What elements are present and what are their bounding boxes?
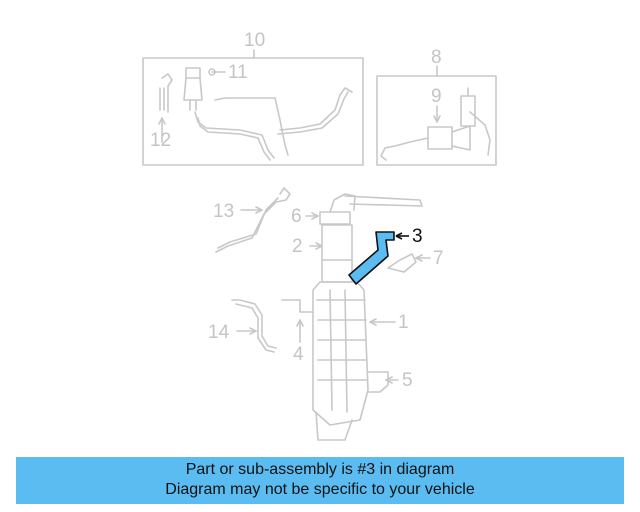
part-4-bracket	[296, 319, 304, 343]
callout-14: 14	[208, 322, 230, 343]
part-9-solenoid	[380, 87, 491, 161]
callout-5: 5	[402, 370, 413, 391]
caption-part-line: Part or sub-assembly is #3 in diagram	[185, 461, 455, 478]
callout-12: 12	[150, 130, 171, 151]
part-12-connector	[158, 73, 173, 143]
part-7-clip	[387, 253, 431, 273]
parts-diagram: 10 11 12 8 9 13 6 2 3 7 1 14 4 5	[142, 30, 497, 441]
hose-loop-10	[194, 87, 353, 161]
part-6-cap	[305, 193, 423, 225]
callout-2: 2	[292, 236, 303, 257]
hose-group-box-10	[142, 49, 364, 166]
part-13-hose	[215, 187, 291, 253]
callout-11: 11	[228, 62, 248, 83]
part-14-hose	[231, 299, 277, 353]
part-2-neck	[309, 224, 353, 283]
part-3-highlighted	[348, 231, 409, 285]
part-11-valve	[183, 67, 226, 111]
part-5-bracket	[367, 371, 399, 393]
callout-13: 13	[213, 201, 234, 222]
callout-7: 7	[433, 248, 444, 269]
callout-8: 8	[431, 47, 442, 68]
diagram-caption-banner: Part or sub-assembly is #3 in diagram Di…	[16, 457, 624, 504]
callout-3: 3	[412, 226, 423, 247]
callout-9: 9	[431, 86, 442, 107]
callout-6: 6	[291, 206, 302, 227]
callout-1: 1	[398, 312, 409, 333]
valve-group-box-8	[376, 65, 497, 166]
callout-10: 10	[244, 30, 265, 51]
callout-4: 4	[293, 344, 304, 365]
caption-disclaimer-line: Diagram may not be specific to your vehi…	[165, 481, 475, 498]
